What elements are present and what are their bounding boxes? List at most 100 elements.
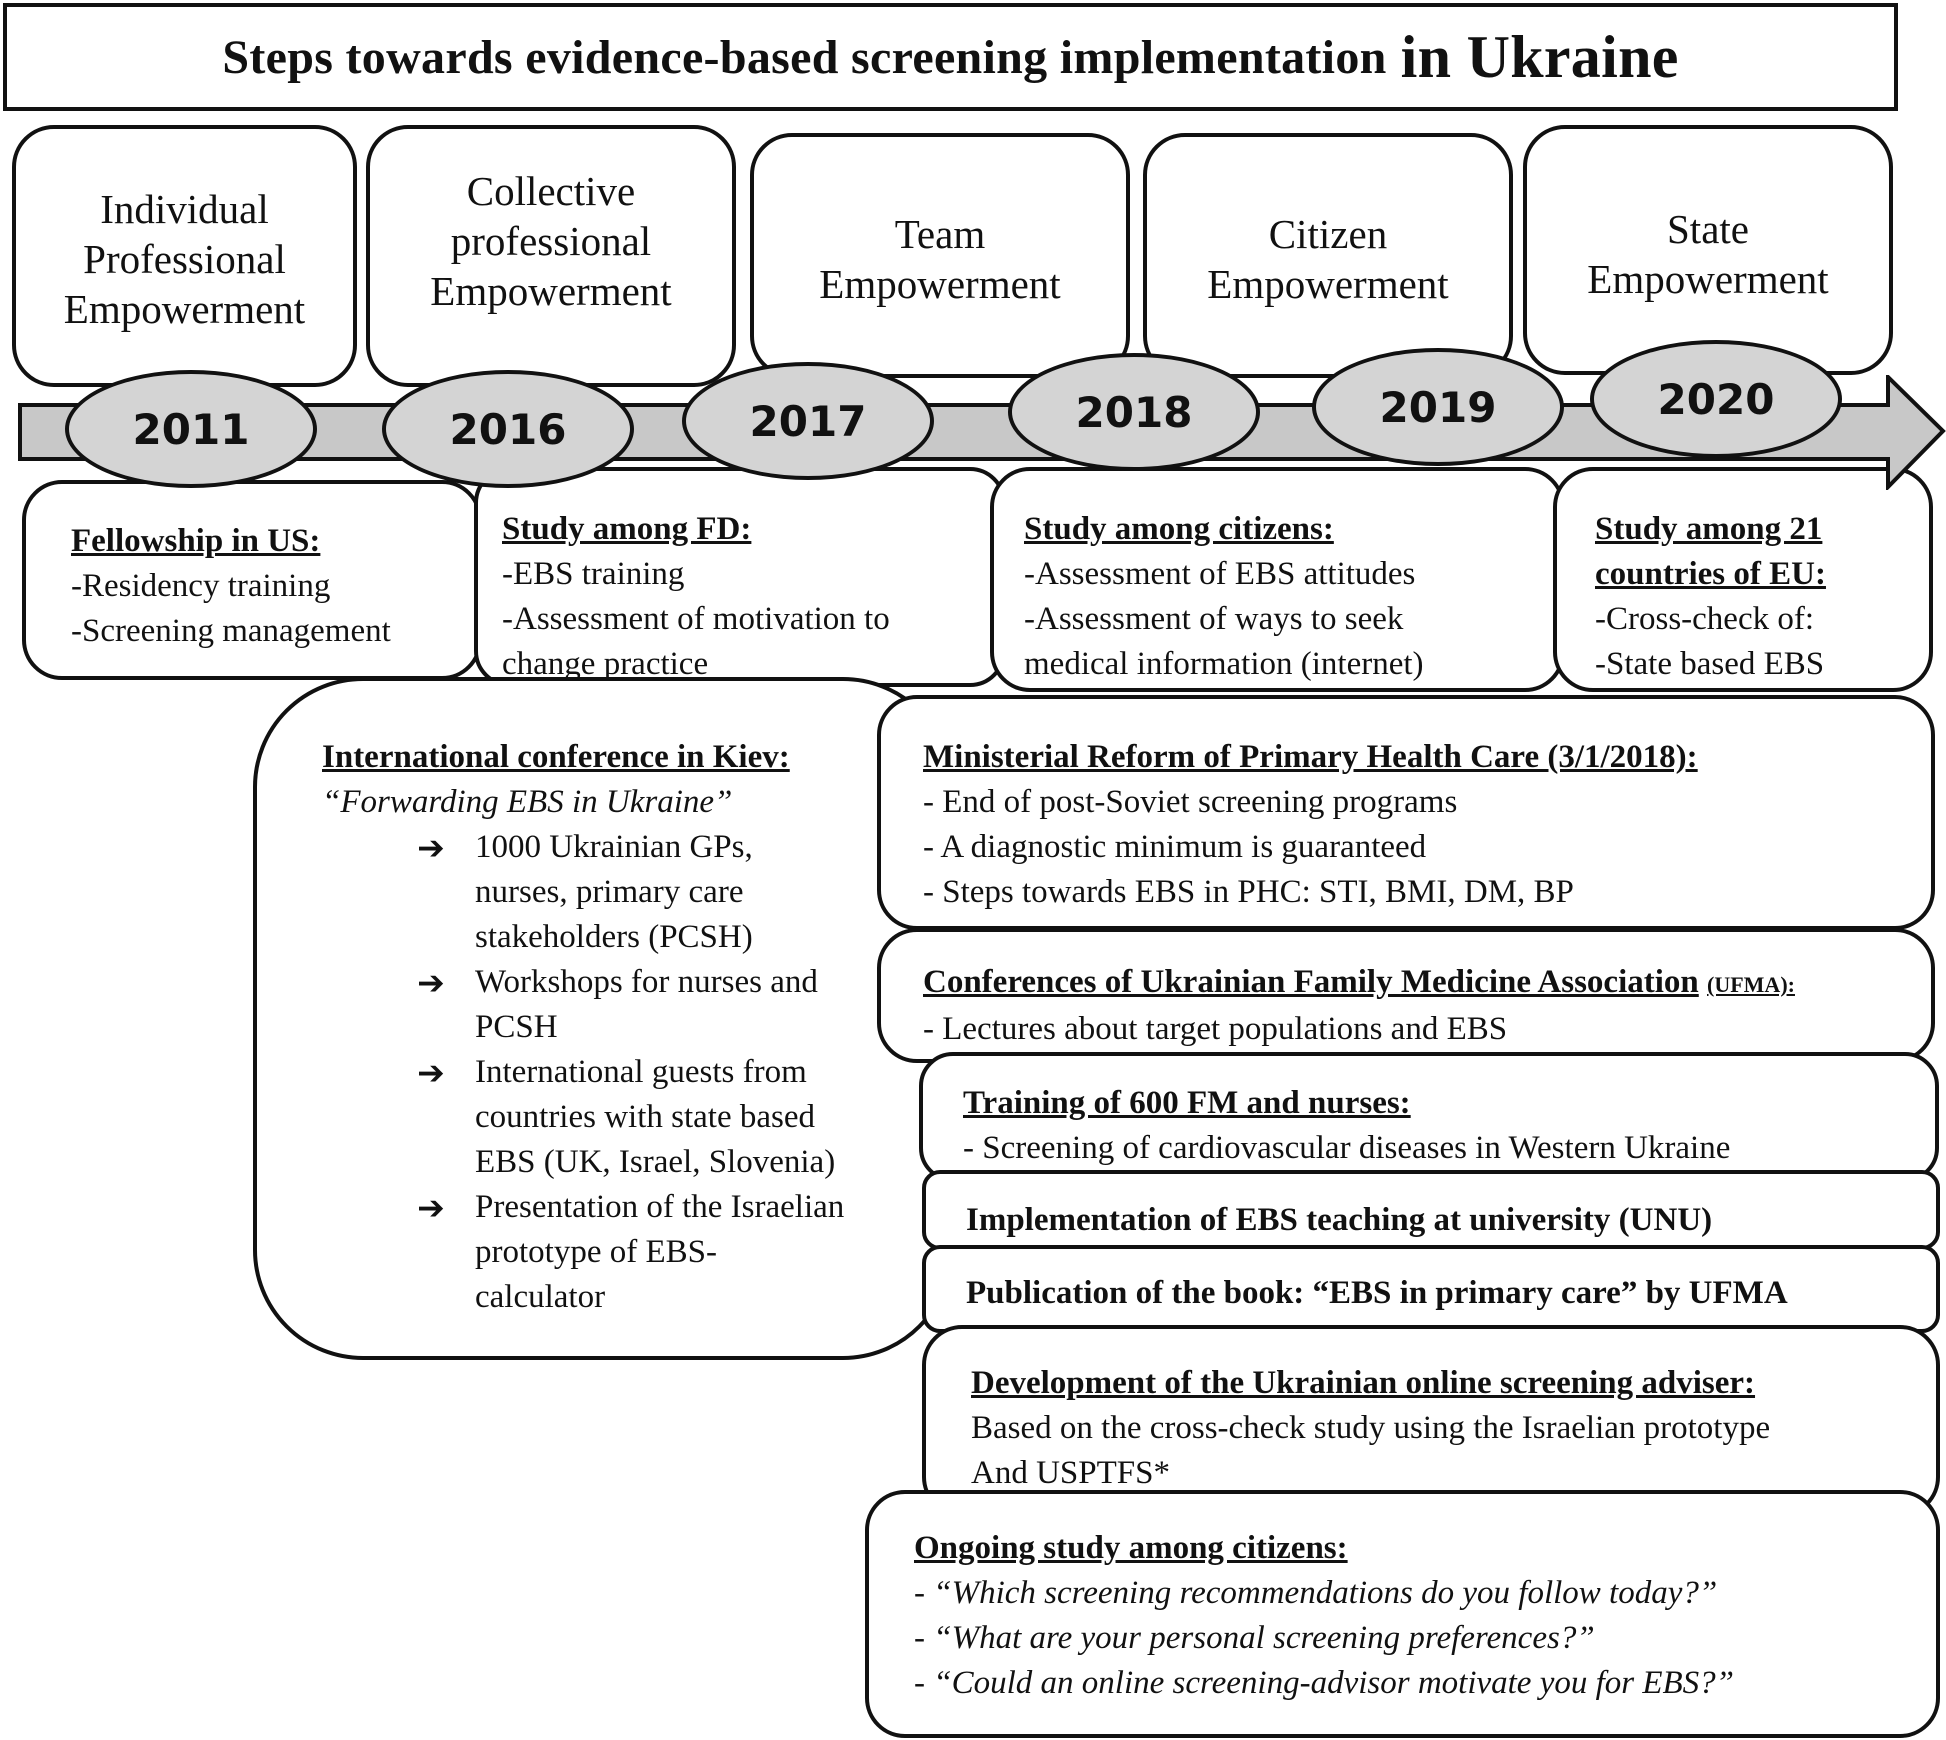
ongoing-heading: Ongoing study among citizens: [914, 1530, 1348, 1566]
study-item: -EBS training [502, 556, 685, 592]
year-2018: 2018 [1008, 353, 1260, 471]
conference-bullet: ➔ 1000 Ukrainian GPs, nurses, primary car… [387, 825, 949, 960]
stage-line: Professional [83, 236, 286, 282]
year-2011: 2011 [65, 370, 317, 488]
ongoing-item: - “What are your personal screening pref… [914, 1616, 1936, 1661]
study-heading: Study among citizens: [1024, 511, 1334, 547]
ufma-abbr: (UFMA): [1707, 972, 1795, 997]
title-main: Steps towards evidence-based screening i… [222, 30, 1387, 84]
bullet-line: PCSH [475, 1009, 558, 1045]
year-2020: 2020 [1590, 340, 1842, 458]
study-item: -Residency training [71, 568, 331, 604]
diagram-title: Steps towards evidence-based screening i… [3, 3, 1898, 111]
study-item: -Screening management [71, 613, 391, 649]
reform-item: - End of post-Soviet screening programs [923, 784, 1458, 820]
arrow-icon: ➔ [417, 963, 445, 1002]
stage-line: professional [450, 218, 652, 264]
stage-line: Empowerment [1587, 256, 1829, 302]
reform-item: - Steps towards EBS in PHC: STI, BMI, DM… [923, 874, 1574, 910]
development-item: And USPTFS* [971, 1455, 1170, 1491]
conference-bullet: ➔ International guests from countries wit… [387, 1050, 949, 1185]
publication-box: Publication of the book: “EBS in primary… [922, 1245, 1940, 1333]
stage-line: Empowerment [1207, 261, 1449, 307]
bullet-line: Workshops for nurses and [475, 964, 818, 1000]
study-item: -Assessment of ways to seek [1024, 601, 1404, 637]
study-item: -Cross-check of: [1595, 601, 1815, 637]
ufma-heading-text: Conferences of Ukrainian Family Medicine… [923, 964, 1699, 1000]
ongoing-question: “Could an online screening-advisor motiv… [933, 1665, 1735, 1701]
ongoing-study-box: Ongoing study among citizens: - “Which s… [865, 1490, 1940, 1738]
arrow-icon: ➔ [417, 1053, 445, 1092]
study-heading: Study among FD: [502, 511, 752, 547]
study-box-fd: Study among FD: -EBS training -Assessmen… [474, 467, 1006, 687]
bullet-line: prototype of EBS- [475, 1234, 717, 1270]
ongoing-item: - “Which screening recommendations do yo… [914, 1571, 1936, 1616]
year-2017: 2017 [682, 362, 934, 480]
stage-line: Empowerment [63, 286, 306, 332]
ongoing-question: “Which screening recommendations do you … [933, 1575, 1718, 1611]
conference-subtitle: “Forwarding EBS in Ukraine” [322, 784, 733, 820]
study-item: -Assessment of EBS attitudes [1024, 556, 1416, 592]
training-heading: Training of 600 FM and nurses: [963, 1085, 1411, 1121]
development-box: Development of the Ukrainian online scre… [922, 1325, 1940, 1517]
conference-box: International conference in Kiev: “Forwa… [253, 677, 953, 1360]
study-item: -State based EBS [1595, 646, 1825, 682]
ufma-conferences-box: Conferences of Ukrainian Family Medicine… [877, 928, 1935, 1063]
bullet-line: nurses, primary care [475, 874, 744, 910]
bullet-line: EBS (UK, Israel, Slovenia) [475, 1144, 836, 1180]
dash: - [914, 1575, 934, 1611]
stage-line: Collective [466, 168, 636, 214]
bullet-line: stakeholders (PCSH) [475, 919, 753, 955]
study-heading: Fellowship in US: [71, 523, 321, 559]
study-item: -Assessment of motivation to [502, 601, 890, 637]
bullet-line: Presentation of the Israelian [475, 1189, 845, 1225]
ministerial-reform-box: Ministerial Reform of Primary Health Car… [877, 695, 1935, 930]
study-heading: Study among 21 [1595, 511, 1823, 547]
arrow-icon: ➔ [417, 1188, 445, 1227]
conference-bullet: ➔ Presentation of the Israelian prototype… [387, 1185, 949, 1320]
year-2019: 2019 [1312, 348, 1564, 466]
stage-line: State [1667, 206, 1749, 252]
development-item: Based on the cross-check study using the… [971, 1410, 1771, 1446]
year-2016: 2016 [382, 370, 634, 488]
reform-heading: Ministerial Reform of Primary Health Car… [923, 739, 1698, 775]
training-box: Training of 600 FM and nurses: - Screeni… [919, 1052, 1939, 1182]
ongoing-question: “What are your personal screening prefer… [933, 1620, 1595, 1656]
study-item: medical information (internet) [1024, 646, 1424, 682]
stage-line: Empowerment [430, 268, 672, 314]
publication-text: Publication of the book: “EBS in primary… [966, 1275, 1788, 1311]
bullet-line: 1000 Ukrainian GPs, [475, 829, 753, 865]
stage-line: Team [894, 211, 986, 257]
bullet-line: International guests from [475, 1054, 807, 1090]
dash: - [914, 1665, 934, 1701]
stage-line: Citizen [1268, 211, 1388, 257]
implementation-box: Implementation of EBS teaching at univer… [922, 1170, 1940, 1250]
study-box-fellowship: Fellowship in US: -Residency training -S… [22, 480, 482, 680]
ufma-item: - Lectures about target populations and … [923, 1011, 1508, 1047]
development-heading: Development of the Ukrainian online scre… [971, 1365, 1756, 1401]
bullet-line: calculator [475, 1279, 606, 1315]
training-item: - Screening of cardiovascular diseases i… [963, 1130, 1731, 1166]
timeline-arrow [18, 375, 1946, 490]
reform-item: - A diagnostic minimum is guaranteed [923, 829, 1427, 865]
study-heading: countries of EU: [1595, 556, 1826, 592]
bullet-line: countries with state based [475, 1099, 815, 1135]
study-box-citizens: Study among citizens: -Assessment of EBS… [990, 467, 1565, 692]
stage-line: Individual [100, 186, 269, 232]
conference-heading: International conference in Kiev: [322, 739, 790, 775]
arrow-icon: ➔ [417, 828, 445, 867]
study-item: change practice [502, 646, 709, 682]
implementation-text: Implementation of EBS teaching at univer… [966, 1202, 1713, 1238]
stage-line: Empowerment [819, 261, 1061, 307]
study-box-eu: Study among 21 countries of EU: -Cross-c… [1553, 467, 1933, 692]
title-emphasis: in Ukraine [1400, 23, 1679, 90]
dash: - [914, 1620, 934, 1656]
ongoing-item: - “Could an online screening-advisor mot… [914, 1661, 1936, 1706]
ufma-heading: Conferences of Ukrainian Family Medicine… [923, 960, 1931, 1007]
